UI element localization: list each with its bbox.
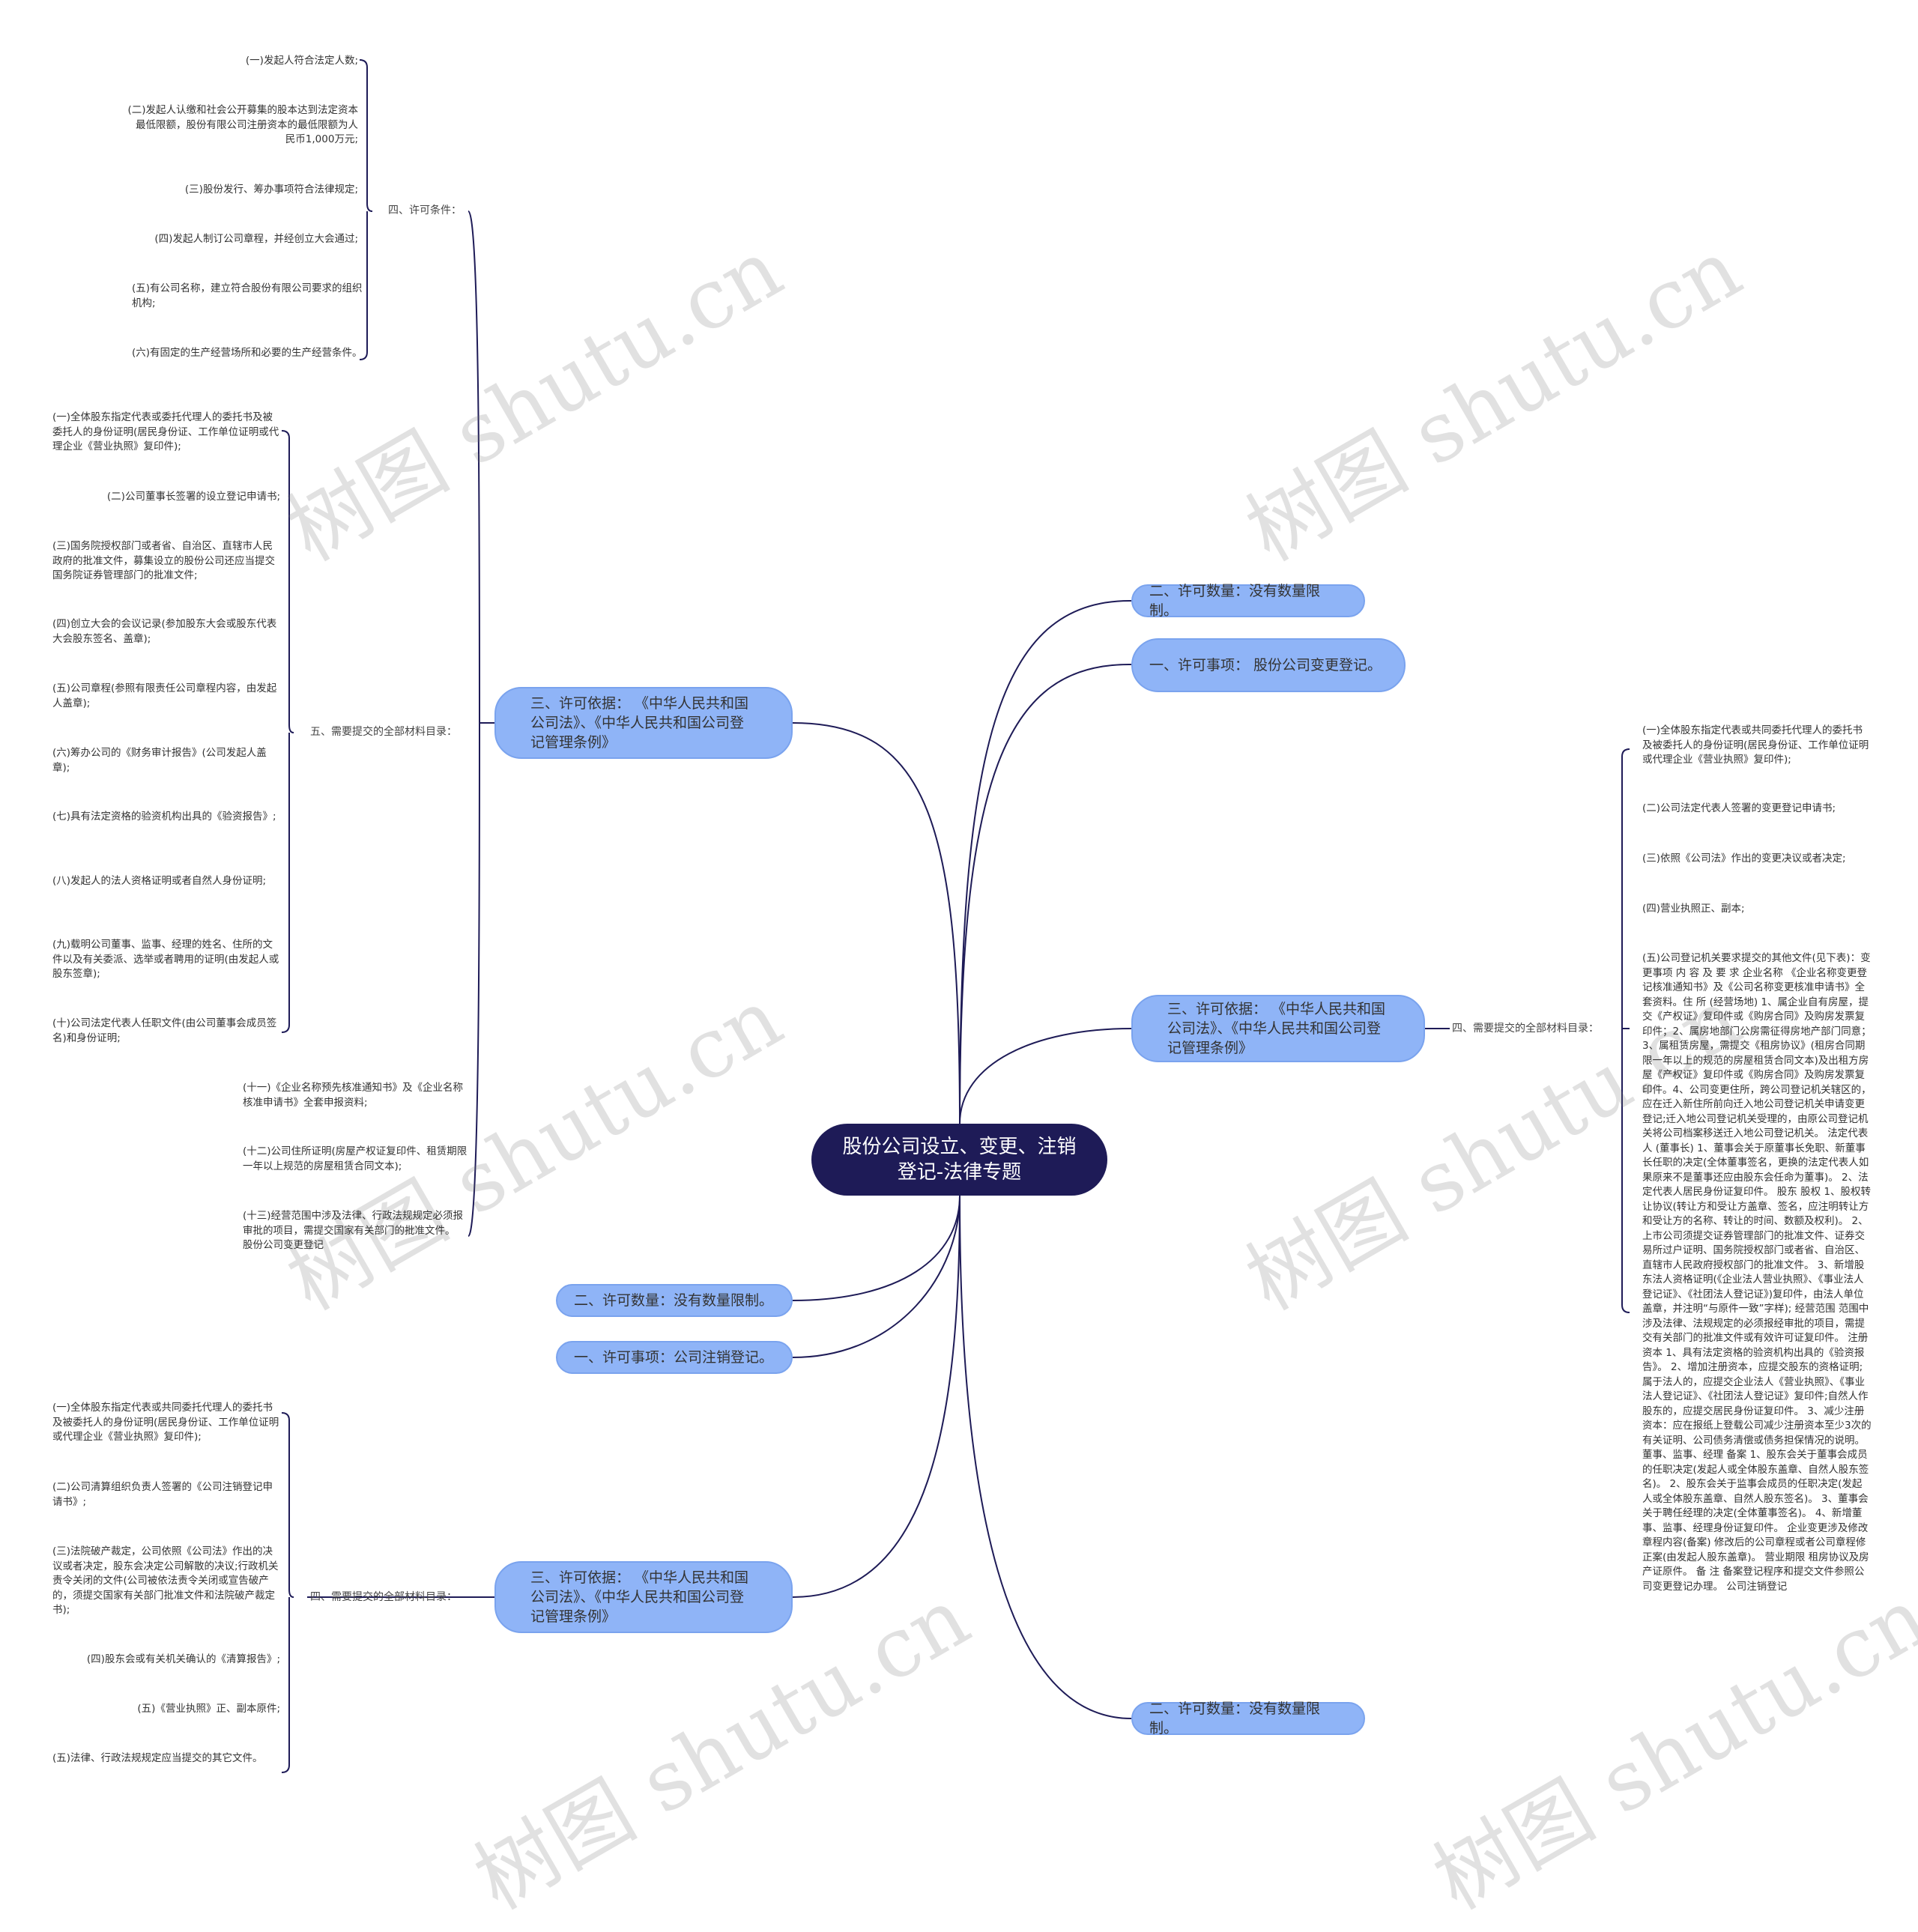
dereg-material-3: (三)法院破产裁定，公司依照《公司法》作出的决议或者决定，股东会决定公司解散的决…	[52, 1545, 279, 1616]
material-8: (八)发起人的法人资格证明或者自然人身份证明;	[52, 875, 267, 887]
left-materials2-bracket	[281, 1412, 294, 1773]
material-7: (七)具有法定资格的验资机构出具的《验资报告》;	[52, 811, 276, 823]
material-9: (九)载明公司董事、监事、经理的姓名、住所的文件以及有关委派、选举或者聘用的证明…	[52, 939, 279, 980]
left-conditions-bracket	[359, 59, 373, 360]
material-4: (四)创立大会的会议记录(参加股东大会或股东代表大会股东签名、盖章);	[52, 618, 277, 645]
topic-left-item[interactable]: 一、许可事项：公司注销登记。	[556, 1341, 793, 1374]
top-material-4: (四)营业执照正、副本;	[1642, 903, 1745, 915]
material-13: (十三)经营范围中涉及法律、行政法规规定必须报审批的项目，需提交国家有关部门的批…	[243, 1210, 464, 1251]
material-3: (三)国务院授权部门或者省、自治区、直辖市人民政府的批准文件，募集设立的股份公司…	[52, 540, 275, 581]
top-material-2: (二)公司法定代表人签署的变更登记申请书;	[1642, 802, 1836, 814]
dereg-material-1: (一)全体股东指定代表或共同委托代理人的委托书及被委托人的身份证明(居民身份证、…	[52, 1402, 279, 1443]
condition-3: (三)股份发行、筹办事项符合法律规定;	[184, 184, 358, 196]
topic-top-quantity[interactable]: 二、许可数量：没有数量限制。	[1131, 583, 1365, 619]
topic-bottom-quantity[interactable]: 二、许可数量：没有数量限制。	[1131, 1701, 1365, 1736]
condition-4: (四)发起人制订公司章程，并经创立大会通过;	[154, 233, 358, 245]
material-1: (一)全体股东指定代表或委托代理人的委托书及被委托人的身份证明(居民身份证、工作…	[52, 411, 279, 452]
topic-top-item[interactable]: 一、许可事项： 股份公司变更登记。	[1131, 638, 1406, 692]
link-root-left-item	[792, 1195, 960, 1358]
condition-2: (二)发起人认缴和社会公开募集的股本达到法定资本最低限额，股份有限公司注册资本的…	[127, 104, 358, 145]
topic-left-quantity[interactable]: 二、许可数量：没有数量限制。	[556, 1284, 793, 1317]
dereg-material-5: (五)《营业执照》正、副本原件;	[137, 1703, 280, 1715]
topic-materials-label[interactable]: 五、需要提交的全部材料目录：	[310, 726, 457, 738]
top-materials-bracket	[1621, 748, 1630, 1313]
topic-top-materials-label[interactable]: 四、需要提交的全部材料目录：	[1452, 1023, 1599, 1035]
condition-6: (六)有固定的生产经营场所和必要的生产经营条件。	[132, 347, 363, 359]
link-root-left-basis	[792, 722, 960, 1124]
condition-1: (一)发起人符合法定人数;	[245, 55, 358, 67]
link-root-left-quantity	[792, 1195, 960, 1301]
material-12: (十二)公司住所证明(房屋产权证复印件、租赁期限一年以上规范的房屋租赁合同文本)…	[243, 1145, 468, 1172]
root-topic[interactable]: 股份公司设立、变更、注销登记-法律专题	[811, 1124, 1107, 1196]
topic-top-basis[interactable]: 三、许可依据： 《中华人民共和国公司法》、《中华人民共和国公司登记管理条例》	[1131, 995, 1425, 1062]
top-material-1: (一)全体股东指定代表或共同委托代理人的委托书及被委托人的身份证明(居民身份证、…	[1642, 724, 1869, 766]
link-root-top-item	[959, 663, 1132, 1124]
material-6: (六)筹办公司的《财务审计报告》(公司发起人盖章);	[52, 747, 267, 774]
left-groups-bracket	[468, 211, 480, 1237]
topic-left-basis[interactable]: 三、许可依据： 《中华人民共和国公司法》、《中华人民共和国公司登记管理条例》	[494, 687, 793, 759]
condition-5: (五)有公司名称，建立符合股份有限公司要求的组织机构;	[132, 282, 363, 309]
material-5: (五)公司章程(参照有限责任公司章程内容，由发起人盖章);	[52, 682, 277, 709]
link-root-left-basis2	[792, 1195, 960, 1598]
left-materials-bracket	[281, 430, 294, 1033]
material-2: (二)公司董事长签署的设立登记申请书;	[106, 491, 280, 503]
link-root-top-quantity-bottom	[959, 1195, 1132, 1719]
top-material-5: (五)公司登记机关要求提交的其他文件(见下表)：变更事项 内 容 及 要 求 企…	[1642, 952, 1872, 1593]
dereg-material-6: (五)法律、行政法规规定应当提交的其它文件。	[52, 1752, 263, 1764]
dereg-material-4: (四)股东会或有关机关确认的《清算报告》;	[86, 1653, 280, 1665]
top-material-3: (三)依照《公司法》作出的变更决议或者决定;	[1642, 853, 1846, 864]
mindmap-canvas: 树图 shutu.cn 树图 shutu.cn 树图 shutu.cn 树图 s…	[52, 55, 1918, 1928]
link-root-top-basis	[959, 1028, 1132, 1124]
material-10: (十)公司法定代表人任职文件(由公司董事会成员签名)和身份证明;	[52, 1017, 277, 1044]
material-11: (十一)《企业名称预先核准通知书》及《企业名称核准申请书》全套申报资料;	[243, 1082, 464, 1109]
topic-conditions-label[interactable]: 四、许可条件：	[388, 205, 462, 216]
connector-lines	[281, 59, 1630, 1773]
dereg-material-2: (二)公司清算组织负责人签署的《公司注销登记申请书》;	[52, 1481, 273, 1508]
topic-left-basis2[interactable]: 三、许可依据： 《中华人民共和国公司法》、《中华人民共和国公司登记管理条例》	[494, 1561, 793, 1633]
link-root-top-quantity	[959, 599, 1132, 1124]
topic-materials2-label[interactable]: 四、需要提交的全部材料目录：	[310, 1591, 457, 1603]
